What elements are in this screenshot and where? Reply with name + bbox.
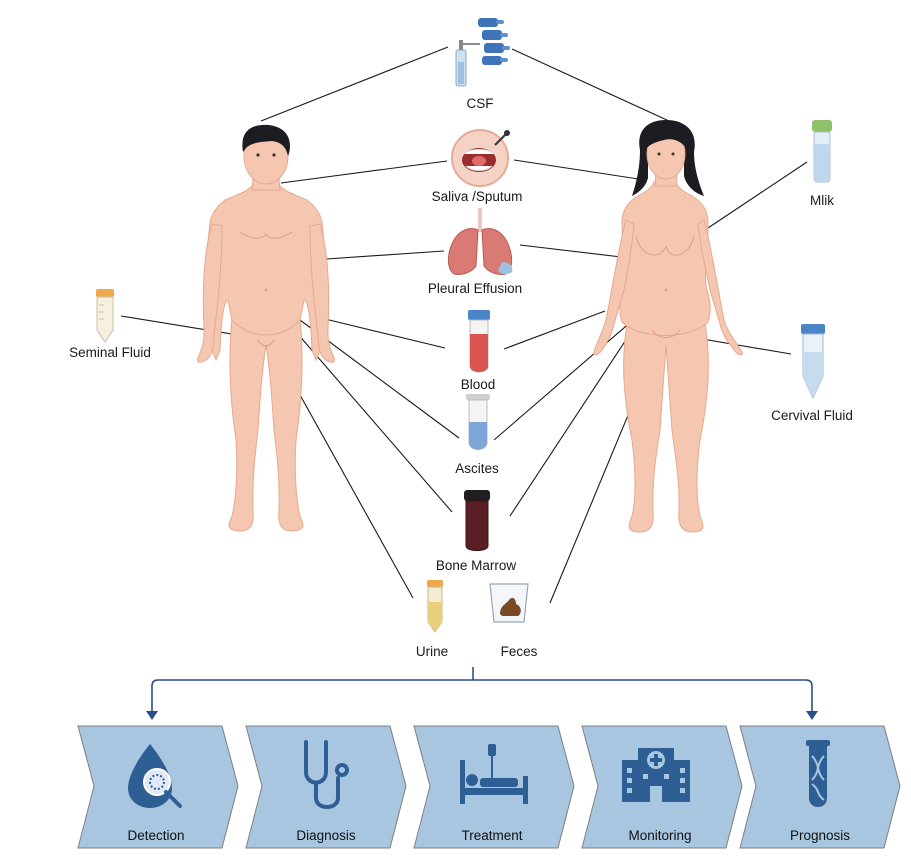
- feces-container-icon: [489, 583, 529, 623]
- line-marrow-female: [509, 316, 642, 517]
- stage-label-detection: Detection: [127, 828, 184, 843]
- label-milk: Mlik: [810, 193, 834, 208]
- arrow-head-right: [806, 711, 818, 720]
- line-blood-female: [503, 310, 606, 350]
- stage-prognosis: Prognosis: [739, 725, 901, 849]
- bone-marrow-tube-icon: [464, 490, 490, 551]
- label-ascites: Ascites: [455, 461, 499, 476]
- seminal-tube-icon: [96, 289, 114, 343]
- spine-syringe-icon: [455, 18, 510, 87]
- blood-tube-icon: [468, 310, 490, 373]
- label-csf: CSF: [467, 96, 494, 111]
- open-mouth-icon: [451, 129, 510, 187]
- label-blood: Blood: [461, 377, 496, 392]
- cervical-tube-icon: [801, 324, 825, 400]
- line-csf-male: [260, 46, 449, 122]
- label-seminal: Seminal Fluid: [69, 345, 151, 360]
- stage-monitoring: Monitoring: [581, 725, 743, 849]
- outcome-bracket: [146, 667, 818, 720]
- label-pleural: Pleural Effusion: [428, 281, 522, 296]
- stethoscope-icon: [304, 740, 349, 809]
- arrow-head-left: [146, 711, 158, 720]
- stage-label-prognosis: Prognosis: [790, 828, 850, 843]
- line-saliva-female: [513, 159, 646, 181]
- label-saliva: Saliva /Sputum: [432, 189, 523, 204]
- line-ascites-male: [272, 299, 460, 439]
- line-csf-female: [511, 48, 670, 122]
- line-saliva-male: [280, 160, 448, 184]
- label-urine: Urine: [416, 644, 448, 659]
- stage-chevrons: Detection Diagnosis: [77, 725, 901, 849]
- stage-label-monitoring: Monitoring: [628, 828, 691, 843]
- specimen-labels: CSF Saliva /Sputum Pleural Effusion Bloo…: [69, 96, 853, 659]
- label-bone-marrow: Bone Marrow: [436, 558, 517, 573]
- stage-diagnosis: Diagnosis: [245, 725, 407, 849]
- ascites-tube-icon: [466, 394, 490, 450]
- male-body-figure: [197, 124, 335, 532]
- label-feces: Feces: [501, 644, 538, 659]
- stage-detection: Detection: [77, 725, 239, 849]
- female-body-figure: [593, 120, 743, 533]
- stage-treatment: Treatment: [413, 725, 575, 849]
- milk-tube-icon: [812, 120, 832, 183]
- dna-tube-icon: [806, 740, 830, 807]
- hospital-building-icon: [622, 748, 690, 802]
- lungs-icon: [447, 208, 513, 275]
- line-blood-male: [320, 317, 446, 349]
- stage-label-treatment: Treatment: [461, 828, 522, 843]
- line-milk-female: [689, 161, 808, 241]
- stage-label-diagnosis: Diagnosis: [296, 828, 356, 843]
- urine-tube-icon: [427, 580, 443, 633]
- hospital-bed-icon: [460, 744, 528, 804]
- label-cervical: Cervival Fluid: [771, 408, 853, 423]
- magnifier-drop-icon: [128, 744, 182, 808]
